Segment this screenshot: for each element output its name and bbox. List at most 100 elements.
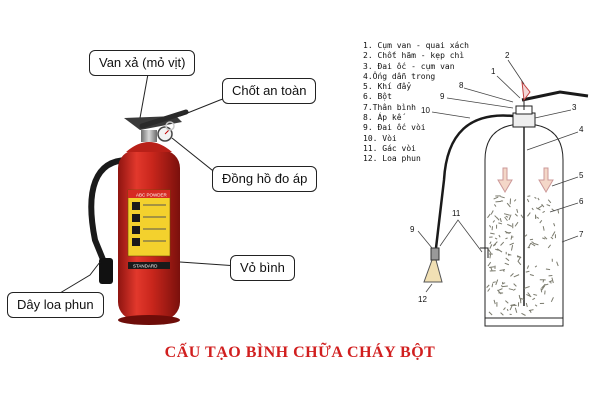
diagram-number-9-bottom: 9 — [410, 225, 415, 234]
powder-fleck — [491, 283, 494, 288]
powder-fleck — [498, 292, 504, 294]
powder-fleck — [495, 279, 499, 286]
powder-fleck — [487, 288, 491, 292]
leader-valve — [139, 73, 149, 119]
legend-item: 6. Bột — [363, 92, 392, 102]
diagram-number-11: 11 — [452, 209, 461, 218]
powder-fleck — [533, 293, 538, 296]
powder-fleck — [536, 216, 540, 219]
powder-fleck — [500, 312, 504, 316]
powder-fleck — [510, 244, 514, 251]
powder-fleck — [533, 242, 539, 246]
powder-fleck — [539, 302, 545, 305]
powder-fleck — [508, 288, 514, 291]
powder-fleck — [537, 205, 543, 210]
powder-fleck — [494, 265, 496, 269]
powder-fleck — [503, 307, 506, 311]
powder-fleck — [493, 196, 499, 200]
powder-fleck — [514, 307, 518, 313]
powder-fleck — [505, 251, 507, 255]
powder-fleck — [541, 203, 545, 208]
powder-fleck — [489, 266, 495, 268]
diagram-number-6: 6 — [579, 197, 584, 206]
leader-body — [179, 261, 239, 267]
powder-fleck — [548, 280, 553, 283]
powder-fleck — [505, 257, 510, 262]
powder-fleck — [505, 237, 508, 240]
powder-fleck — [509, 198, 511, 205]
powder-fleck — [520, 298, 522, 301]
powder-fleck — [551, 277, 554, 284]
powder-fleck — [548, 275, 553, 277]
leader-hose — [59, 261, 101, 294]
powder-fleck — [502, 285, 508, 288]
powder-fleck — [493, 299, 496, 305]
powder-fleck — [490, 232, 495, 235]
powder-fleck — [550, 297, 554, 303]
powder-fleck — [493, 204, 497, 207]
label-brand-text: ABC POWDER — [136, 193, 168, 198]
powder-fleck — [486, 284, 490, 288]
powder-fleck — [545, 268, 551, 271]
callout-safety-pin: Chốt an toàn — [222, 78, 317, 104]
diagram-number-5: 5 — [579, 171, 584, 180]
powder-fleck — [492, 220, 495, 223]
powder-fleck — [513, 288, 516, 291]
legend-item: 2. Chốt hãm - kẹp chì — [363, 51, 465, 61]
powder-fleck — [518, 294, 521, 299]
powder-fleck — [488, 311, 493, 316]
cross-section — [423, 80, 589, 327]
powder-fleck — [528, 309, 534, 312]
powder-fleck — [500, 196, 505, 199]
powder-fleck — [539, 279, 546, 281]
diagram-number-2: 2 — [505, 51, 510, 60]
powder-fleck — [498, 222, 503, 225]
powder-fleck — [532, 297, 536, 301]
powder-fleck — [529, 238, 534, 241]
powder-fleck — [499, 269, 506, 271]
label-standard-text: STANDARD — [133, 264, 158, 269]
powder-fleck — [529, 273, 534, 277]
powder-fleck — [491, 226, 493, 231]
diagram-number-4: 4 — [579, 125, 584, 134]
powder-fleck — [547, 244, 552, 249]
powder-fleck — [534, 196, 537, 199]
powder-fleck — [539, 219, 543, 224]
powder-fleck — [495, 195, 501, 197]
powder-fleck — [497, 288, 503, 292]
powder-fleck — [534, 265, 538, 268]
cross-section-valve — [512, 112, 536, 128]
hose — [88, 157, 131, 265]
powder-fleck — [541, 283, 546, 289]
powder-fleck — [556, 261, 559, 267]
powder-fleck — [524, 234, 528, 237]
powder-fleck — [506, 308, 509, 312]
powder-fleck — [541, 285, 546, 291]
powder-fleck — [520, 214, 524, 219]
powder-fleck — [487, 261, 492, 267]
powder-fleck — [513, 274, 520, 278]
powder-fleck — [542, 237, 546, 240]
powder-fleck — [488, 249, 492, 254]
legend-item: 4.Ống dẫn trong — [363, 71, 436, 81]
powder-fleck — [547, 199, 552, 204]
powder-fleck — [504, 262, 510, 266]
powder-fleck — [510, 272, 514, 277]
powder-fleck — [489, 236, 493, 238]
powder-fleck — [489, 224, 492, 228]
powder-fleck — [517, 302, 520, 307]
powder-fleck — [557, 209, 560, 214]
powder-fleck — [492, 281, 496, 283]
callout-pressure-gauge: Đồng hồ đo áp — [212, 166, 318, 192]
callout-valve: Van xả (mỏ vịt) — [89, 50, 196, 76]
powder-fleck — [517, 256, 522, 262]
powder-fleck — [554, 234, 556, 239]
powder-fleck — [492, 243, 497, 247]
diagram-number-9-top: 9 — [440, 92, 445, 101]
powder-fleck — [500, 241, 505, 246]
powder-fill — [486, 195, 560, 316]
powder-fleck — [551, 231, 556, 237]
